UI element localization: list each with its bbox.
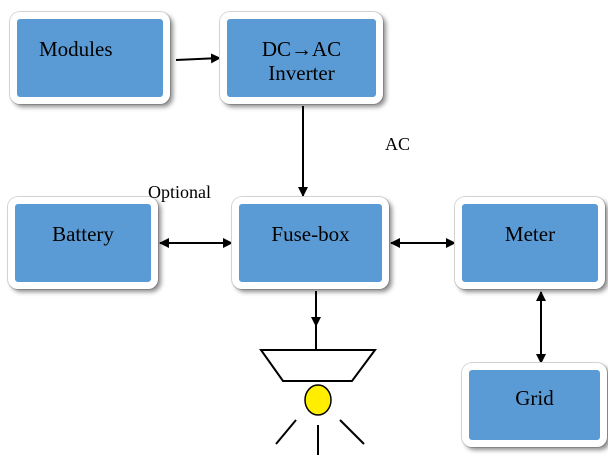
modules-label: Modules [39, 37, 113, 61]
lamp-shade [259, 349, 377, 382]
light-ray-left [275, 419, 297, 445]
inverter-label-line1: DC→AC [261, 37, 342, 61]
ac-annotation: AC [385, 134, 411, 154]
grid-node: Grid [462, 363, 607, 447]
battery-label: Battery [52, 222, 114, 246]
lamp-bulb [304, 384, 332, 416]
arrow-modules-to-inverter [175, 53, 221, 64]
meter-node: Meter [455, 197, 605, 289]
light-ray-right [339, 419, 365, 445]
meter-label: Meter [504, 222, 556, 246]
fusebox-node: Fuse-box [232, 197, 389, 289]
inverter-label-line2: Inverter [268, 61, 335, 86]
grid-label: Grid [515, 386, 554, 410]
inverter-node: DC→AC Inverter [220, 12, 383, 104]
optional-annotation: Optional [148, 182, 211, 202]
fusebox-label: Fuse-box [271, 222, 350, 246]
battery-node: Battery [8, 197, 158, 289]
modules-node: Modules [10, 12, 170, 104]
